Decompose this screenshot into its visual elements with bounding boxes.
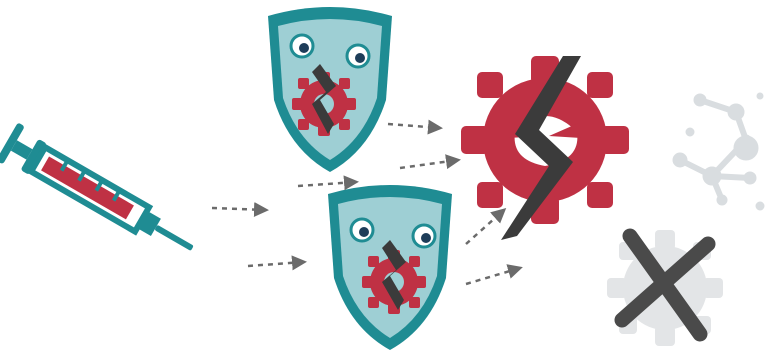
broken-virus-icon xyxy=(461,56,629,240)
antibody-shield-icon xyxy=(328,185,452,350)
arrow-icon xyxy=(212,208,266,210)
syringe-icon xyxy=(0,122,203,267)
arrow-icon xyxy=(466,268,520,284)
faded-virus-icon xyxy=(673,93,764,210)
arrow-icon xyxy=(298,182,356,186)
arrow-icon xyxy=(466,210,504,244)
arrow-icon xyxy=(248,262,304,266)
arrow-icon xyxy=(400,160,458,168)
arrow-icon xyxy=(388,124,440,128)
antibody-shield-icon xyxy=(268,7,392,172)
